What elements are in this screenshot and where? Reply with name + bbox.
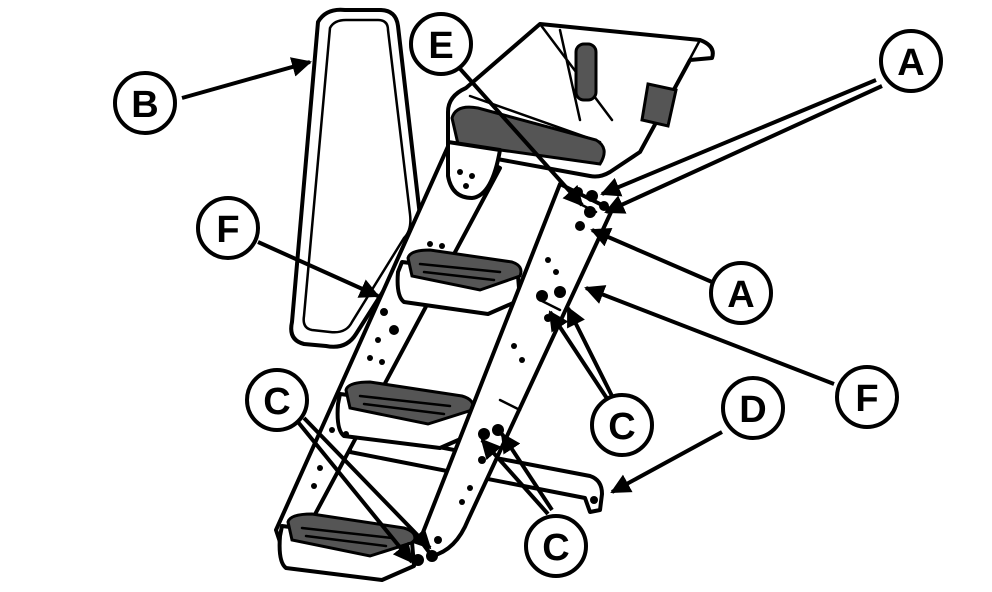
callout-f-left: F xyxy=(196,196,260,260)
callout-f-right: F xyxy=(835,365,899,429)
callout-label: A xyxy=(727,274,754,316)
leader-lines xyxy=(181,57,883,564)
callout-label: D xyxy=(739,389,766,431)
step-middle xyxy=(335,380,475,450)
ladder-illustration xyxy=(274,7,715,582)
callout-c-right: C xyxy=(590,393,654,457)
callout-label: C xyxy=(608,406,635,448)
step-lower xyxy=(277,512,417,582)
callout-label: B xyxy=(131,84,158,126)
step-upper xyxy=(395,248,523,316)
callout-c-upper-left: C xyxy=(245,368,309,432)
callout-label: F xyxy=(216,209,239,251)
callout-a-mid: A xyxy=(709,261,773,325)
callout-label: C xyxy=(263,381,290,423)
callout-label: C xyxy=(542,527,569,569)
callout-label: E xyxy=(428,25,453,67)
callout-a-top: A xyxy=(879,29,943,93)
callout-label: F xyxy=(855,378,878,420)
callout-b: B xyxy=(113,71,177,135)
callout-c-bottom: C xyxy=(524,514,588,578)
callout-label: A xyxy=(897,42,924,84)
callout-e: E xyxy=(409,12,473,76)
callout-d: D xyxy=(721,376,785,440)
